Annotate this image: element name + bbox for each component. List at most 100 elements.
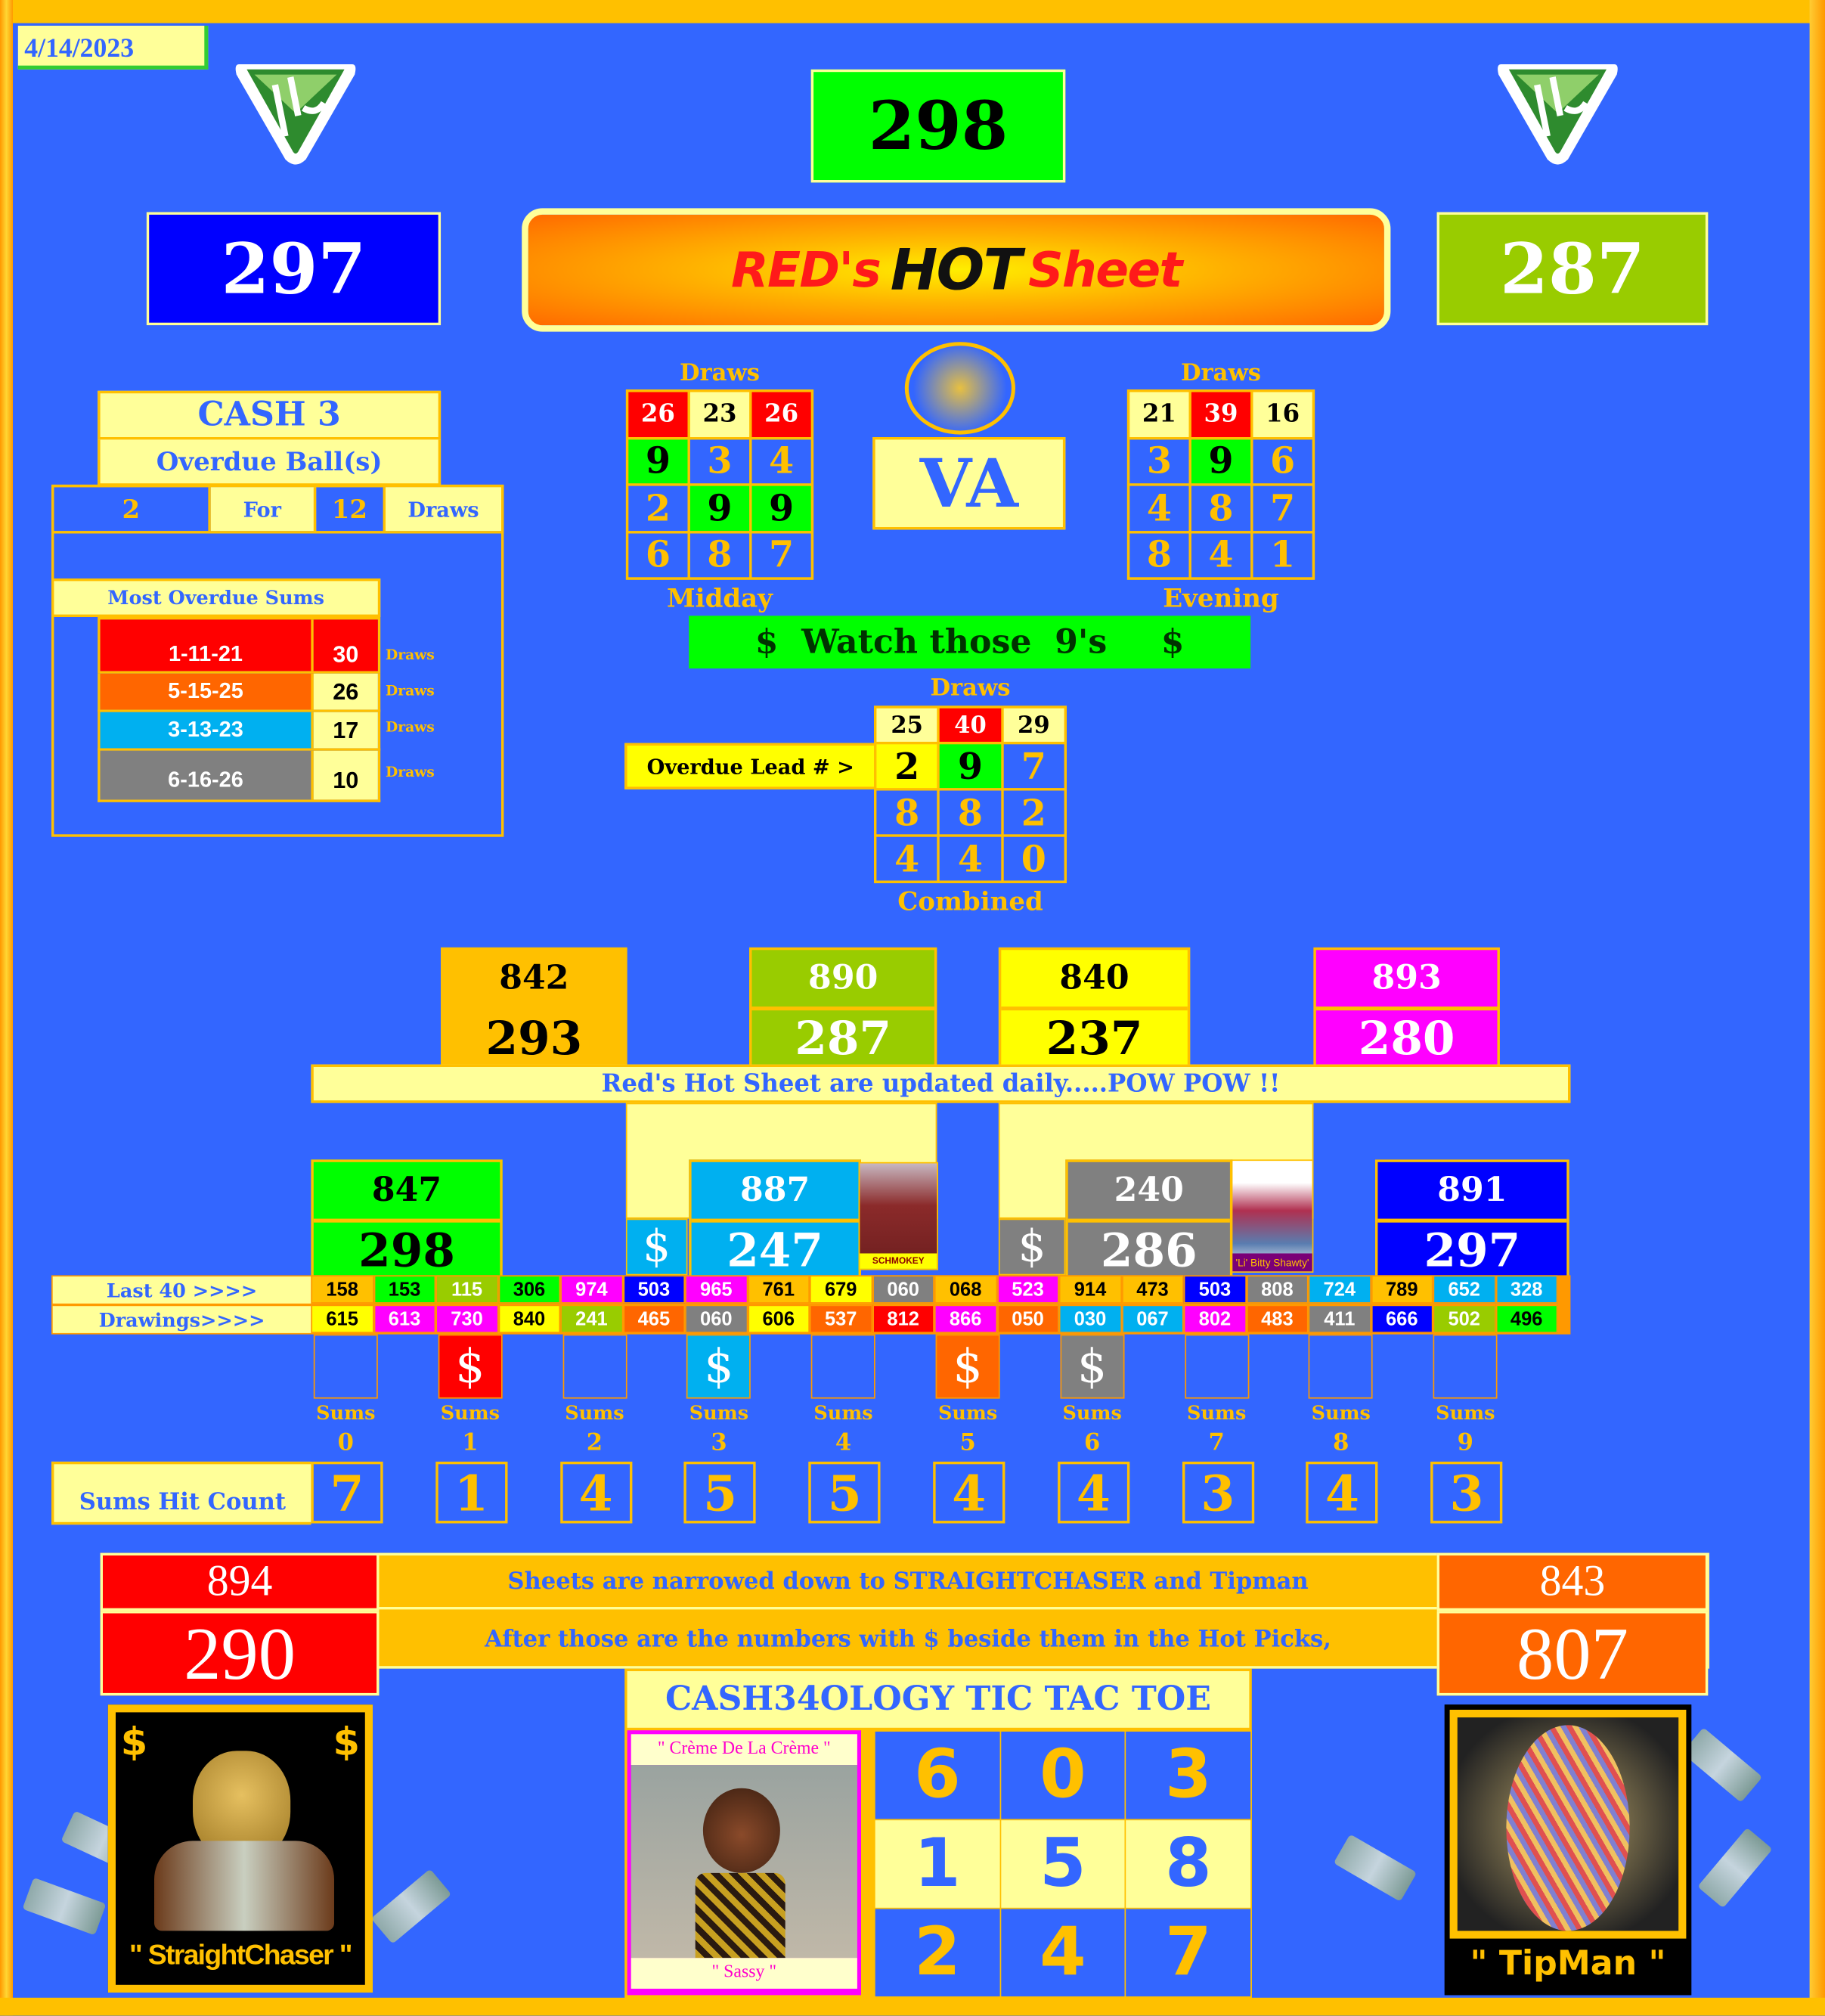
drawing-result-cell: 060 <box>685 1304 748 1333</box>
dollar-icon: $ <box>120 1720 148 1766</box>
draws-count-cell: 26 <box>751 392 811 437</box>
dollar-marker: $ <box>998 1218 1066 1276</box>
straightchaser-card: $ $ " StraightChaser " <box>107 1704 373 1993</box>
dollar-icon: $ <box>333 1720 360 1766</box>
grid-digit-cell: 4 <box>1191 532 1251 578</box>
hot-pick-top: 887 <box>691 1162 859 1223</box>
sums-label: Sums <box>1436 1401 1495 1425</box>
drawing-result-cell: 153 <box>373 1275 436 1304</box>
straightchaser-pick-top: 894 <box>100 1552 380 1611</box>
most-overdue-list: 1-11-21 30 5-15-25 26 3-13-23 17 6-16-26… <box>98 617 381 802</box>
state-label: VA <box>872 437 1066 530</box>
drawing-result-cell: 802 <box>1183 1304 1247 1333</box>
drawing-result-cell: 789 <box>1371 1275 1433 1304</box>
draws-suffix: Draws <box>386 682 435 699</box>
grid-digit-cell: 7 <box>751 532 811 578</box>
virginia-lottery-logo-icon <box>1493 57 1622 165</box>
watch-banner: $ Watch those 9's $ <box>689 616 1251 668</box>
hot-pick-bottom: 293 <box>485 1011 583 1066</box>
creme-title: " Crème De La Crème " <box>631 1734 857 1766</box>
sums-hit-count: 5 <box>684 1461 757 1524</box>
hot-pick-top: 840 <box>1001 950 1188 1011</box>
grid-digit-cell: 0 <box>1003 836 1064 881</box>
sums-hit-count: 4 <box>1057 1461 1129 1524</box>
sums-hit-count: 3 <box>1430 1461 1503 1524</box>
draws-count-cell: 29 <box>1003 708 1064 742</box>
sums-hit-count: 3 <box>1182 1461 1254 1524</box>
grid-digit-cell: 2 <box>628 485 688 531</box>
midday-label: Midday <box>667 582 773 613</box>
grid-digit-cell: 9 <box>1191 439 1251 484</box>
dollar-marker: $ <box>686 1334 751 1399</box>
overdue-sum-draws: 10 <box>313 750 378 800</box>
draws-count-cell: 25 <box>876 708 937 742</box>
draws-count-cell: 21 <box>1129 392 1189 437</box>
straightchaser-caption: " StraightChaser " <box>129 1938 352 1971</box>
creme-card: " Crème De La Crème " " Sassy " <box>627 1730 861 1996</box>
draws-suffix: Draws <box>386 647 435 664</box>
grid-digit-cell: 2 <box>876 744 937 789</box>
straightchaser-body-icon <box>154 1841 334 1931</box>
drawing-result-cell: 306 <box>497 1275 561 1304</box>
hot-pick: 890 287 <box>749 947 937 1070</box>
hot-pick: 840 237 <box>998 947 1191 1070</box>
banner-hot: HOT <box>890 237 1022 303</box>
drawing-result-cell: 411 <box>1308 1304 1371 1333</box>
overdue-lead-label: Overdue Lead # > <box>624 743 877 789</box>
tictactoe-cell: 7 <box>1126 1909 1251 1997</box>
grid-digit-cell: 9 <box>940 744 1001 789</box>
dollar-icon: $ <box>754 622 779 662</box>
grid-digit-cell: 8 <box>689 532 750 578</box>
drawing-result-cell: 606 <box>747 1304 810 1333</box>
overdue-sum-label: 3-13-23 <box>100 712 314 749</box>
overdue-sum-label: 6-16-26 <box>100 750 314 800</box>
drawing-result-cell: 974 <box>560 1275 623 1304</box>
tictactoe-cell: 5 <box>1000 1820 1126 1908</box>
for-label: For <box>210 487 317 532</box>
grid-digit-cell: 8 <box>1191 485 1251 531</box>
grid-digit-cell: 8 <box>1129 532 1189 578</box>
hot-pick-bottom: 286 <box>1100 1224 1198 1278</box>
overdue-sum-draws: 17 <box>313 712 378 749</box>
right-number: 287 <box>1436 212 1709 326</box>
drawing-result-cell: 067 <box>1121 1304 1184 1333</box>
tictactoe-cell: 1 <box>875 1820 1000 1908</box>
sums-hit-count: 4 <box>559 1461 632 1524</box>
empty-sum-marker <box>811 1334 876 1399</box>
grid-digit-cell: 8 <box>940 790 1001 835</box>
money-bill-icon <box>370 1869 452 1944</box>
frame-right <box>1809 0 1825 2016</box>
drawing-result-cell: 465 <box>622 1304 686 1333</box>
money-bill-icon <box>1681 1727 1763 1803</box>
watch-text: Watch those <box>801 622 1032 662</box>
combined-draws-label: Draws <box>930 675 1011 702</box>
drawing-result-cell: 652 <box>1433 1275 1495 1304</box>
sums-hit-count: 4 <box>933 1461 1005 1524</box>
grid-digit-cell: 9 <box>689 485 750 531</box>
sums-label: Sums <box>440 1401 500 1425</box>
sassy-face-icon <box>702 1788 780 1873</box>
sums-label: Sums <box>1311 1401 1371 1425</box>
drawing-result-cell: 502 <box>1433 1304 1495 1333</box>
tictactoe-cell: 8 <box>1126 1820 1251 1908</box>
drawing-result-cell: 866 <box>934 1304 997 1333</box>
hot-pick-top: 842 <box>443 950 625 1011</box>
reds-hot-sheet-banner: RED's HOT Sheet <box>522 208 1391 332</box>
sums-hit-count: 1 <box>435 1461 508 1524</box>
empty-sum-marker <box>1309 1334 1374 1399</box>
drawing-result-cell: 496 <box>1495 1304 1558 1333</box>
tipman-pick-bottom: 807 <box>1436 1611 1709 1696</box>
sums-digit: 5 <box>959 1429 976 1457</box>
draws-count-cell: 26 <box>628 392 688 437</box>
grid-digit-cell: 9 <box>628 439 688 484</box>
drawing-result-cell: 730 <box>435 1304 498 1333</box>
draws-count-cell: 23 <box>689 392 750 437</box>
grid-digit-cell: 4 <box>1129 485 1189 531</box>
grid-digit-cell: 7 <box>1253 485 1312 531</box>
frame-bottom <box>0 1997 1825 2016</box>
